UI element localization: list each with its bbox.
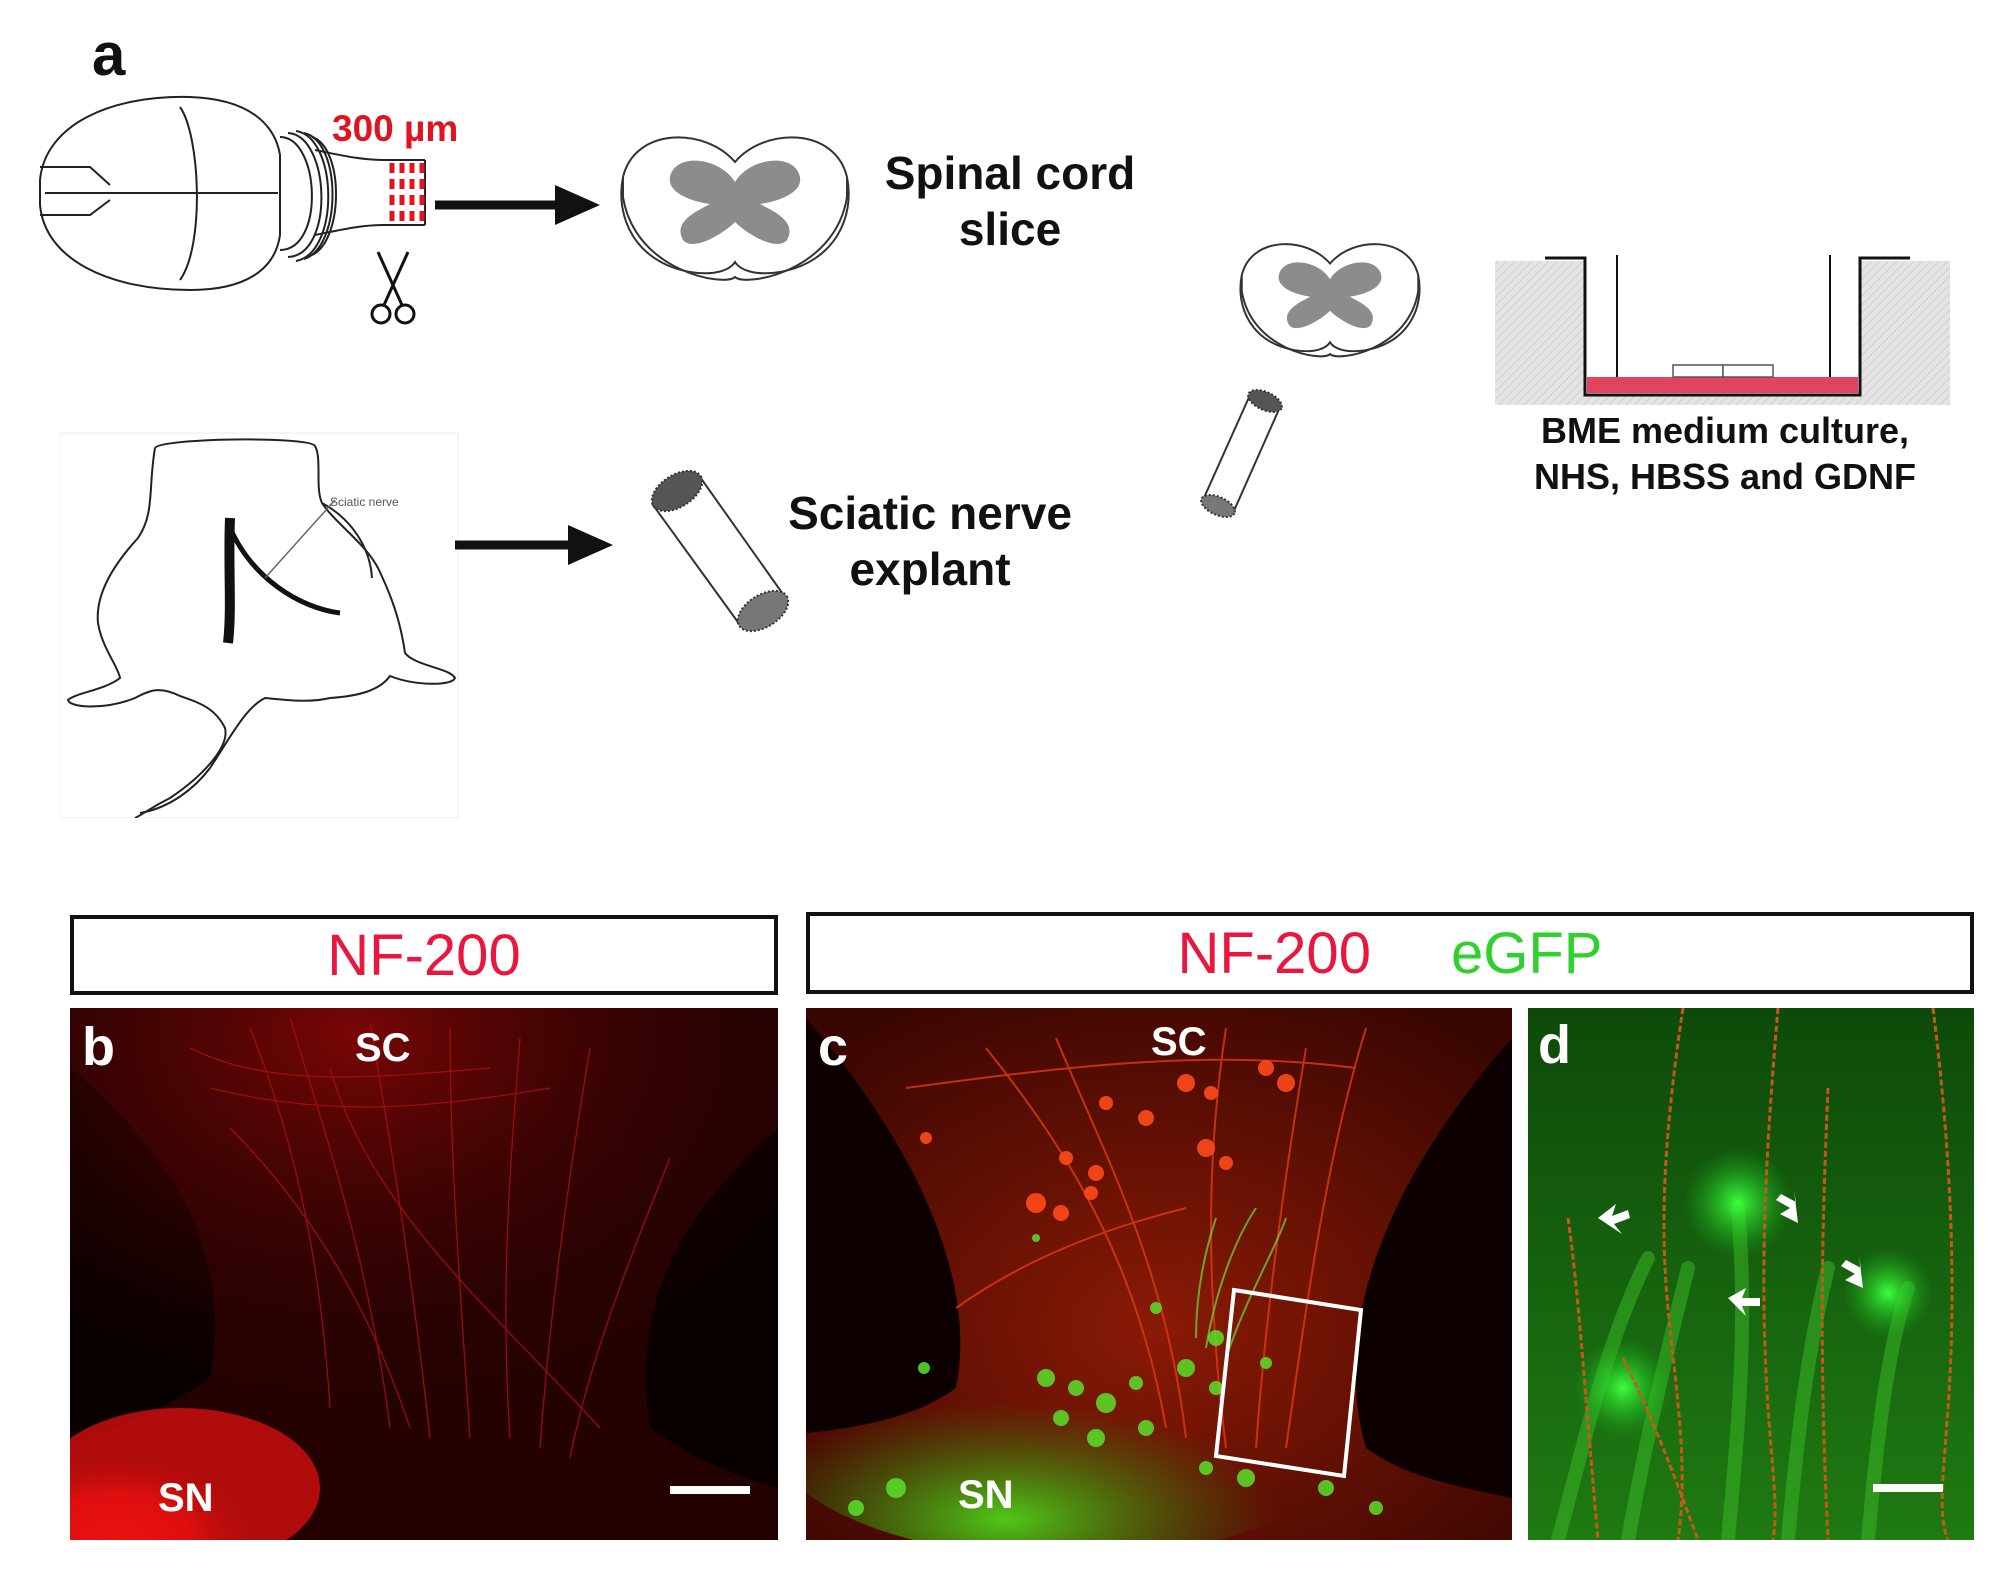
sciatic-nerve-explant-drawing xyxy=(650,469,790,633)
spinal-cord-slice-drawing xyxy=(620,136,850,281)
culture-label-line2: NHS, HBSS and GDNF xyxy=(1533,456,1917,498)
panel-d-micrograph: d xyxy=(1528,1008,1974,1540)
spinal-cord-label-line1: Spinal cord xyxy=(884,147,1136,199)
slice-thickness-label: 300 µm xyxy=(332,108,459,149)
panel-b-marker: NF-200 xyxy=(327,922,521,988)
panel-c-marker-egfp: eGFP xyxy=(1450,920,1603,986)
arrow-to-explant-icon xyxy=(455,525,613,565)
sciatic-label-line1: Sciatic nerve xyxy=(788,487,1072,539)
panel-letter-a: a xyxy=(92,21,126,88)
panel-b-micrograph: b SC SN xyxy=(70,1008,778,1540)
spinal-cord-slice-label: Spinal cord slice xyxy=(860,145,1160,257)
sciatic-explant-label: Sciatic nerve explant xyxy=(760,485,1100,597)
panel-c-sc-label: SC xyxy=(1151,1020,1207,1064)
panel-b-letter: b xyxy=(82,1017,115,1077)
sciatic-label-line2: explant xyxy=(849,543,1011,596)
panel-c-sn-label: SN xyxy=(958,1473,1014,1517)
scissors-icon xyxy=(370,251,416,325)
panel-c-letter: c xyxy=(818,1017,849,1077)
spinal-cord-label-line2: slice xyxy=(958,203,1062,256)
small-spinal-slice-drawing xyxy=(1239,243,1421,358)
brain-spinal-cord-drawing xyxy=(39,95,426,292)
rat-sciatic-annotation: Sciatic nerve xyxy=(330,495,399,509)
culture-label-line1: BME medium culture, xyxy=(1540,410,1910,451)
culture-well-insert-drawing xyxy=(1495,255,1950,405)
small-sciatic-explant-drawing xyxy=(1200,388,1283,519)
panel-c-micrograph: c SC SN xyxy=(806,1008,1512,1540)
panel-c-marker-nf200: NF-200 xyxy=(1177,920,1371,986)
panel-cd-header: NF-200 eGFP xyxy=(806,912,1974,994)
panel-d-letter: d xyxy=(1538,1015,1571,1075)
culture-medium-label: BME medium culture, NHS, HBSS and GDNF xyxy=(1480,408,1970,500)
arrow-to-slice-icon xyxy=(435,185,600,225)
rat-body-drawing: Sciatic nerve xyxy=(60,432,459,818)
panel-b-header: NF-200 xyxy=(70,915,778,995)
panel-b-sc-label: SC xyxy=(355,1026,411,1070)
panel-b-sn-label: SN xyxy=(158,1476,214,1520)
